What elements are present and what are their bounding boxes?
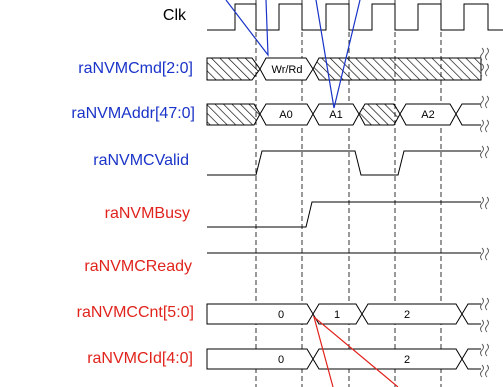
- break-symbol: [480, 63, 489, 77]
- cid-bus-waveform: 0 2: [206, 348, 481, 370]
- signal-label-cmd: raNVMCmd[2:0]: [78, 60, 193, 77]
- addr-value-a1: A1: [329, 109, 342, 121]
- ccnt-value-0: 0: [278, 309, 284, 321]
- ccnt-value-2: 2: [404, 309, 410, 321]
- cvalid-waveform: [207, 150, 481, 176]
- red-callout-ccnt: [312, 315, 399, 387]
- signal-label-cid: raNVMCId[4:0]: [87, 350, 193, 367]
- break-symbol: [480, 95, 489, 109]
- signal-labels: Clk raNVMCmd[2:0] raNVMAddr[47:0] raNVMC…: [71, 7, 195, 367]
- red-callouts: [312, 315, 399, 387]
- break-symbol: [480, 145, 489, 159]
- cid-value-2: 2: [404, 354, 410, 366]
- blue-callout-cmd: [225, 0, 269, 57]
- blue-callout-addr: [315, 0, 361, 109]
- addr-bus-waveform: A0 A1 A2: [206, 103, 481, 126]
- clk-waveform: [207, 3, 503, 31]
- signal-label-clk: Clk: [163, 7, 187, 24]
- break-symbol: [480, 47, 489, 61]
- signal-label-ccnt: raNVMCCnt[5:0]: [77, 304, 194, 321]
- addr-value-a2: A2: [421, 109, 434, 121]
- blue-callouts: [225, 0, 361, 109]
- break-symbol: [480, 119, 489, 133]
- cmd-value-wrrd: Wr/Rd: [272, 64, 303, 76]
- signal-label-cready: raNVMCReady: [84, 258, 192, 275]
- signal-label-busy: raNVMBusy: [105, 205, 190, 222]
- cid-value-0: 0: [278, 354, 284, 366]
- break-symbol: [480, 196, 489, 210]
- cmd-bus-waveform: Wr/Rd: [206, 57, 482, 81]
- addr-value-a0: A0: [279, 109, 292, 121]
- break-symbol: [480, 364, 489, 378]
- break-symbols: [480, 47, 489, 378]
- break-symbol: [480, 297, 489, 311]
- break-symbol: [480, 319, 489, 333]
- signal-label-addr: raNVMAddr[47:0]: [71, 105, 195, 122]
- break-symbol: [480, 247, 489, 261]
- break-symbol: [480, 343, 489, 357]
- busy-waveform: [207, 201, 481, 228]
- ccnt-bus-waveform: 0 1 2: [206, 303, 481, 325]
- signal-label-cvalid: raNVMCValid: [93, 152, 189, 169]
- ccnt-value-1: 1: [334, 309, 340, 321]
